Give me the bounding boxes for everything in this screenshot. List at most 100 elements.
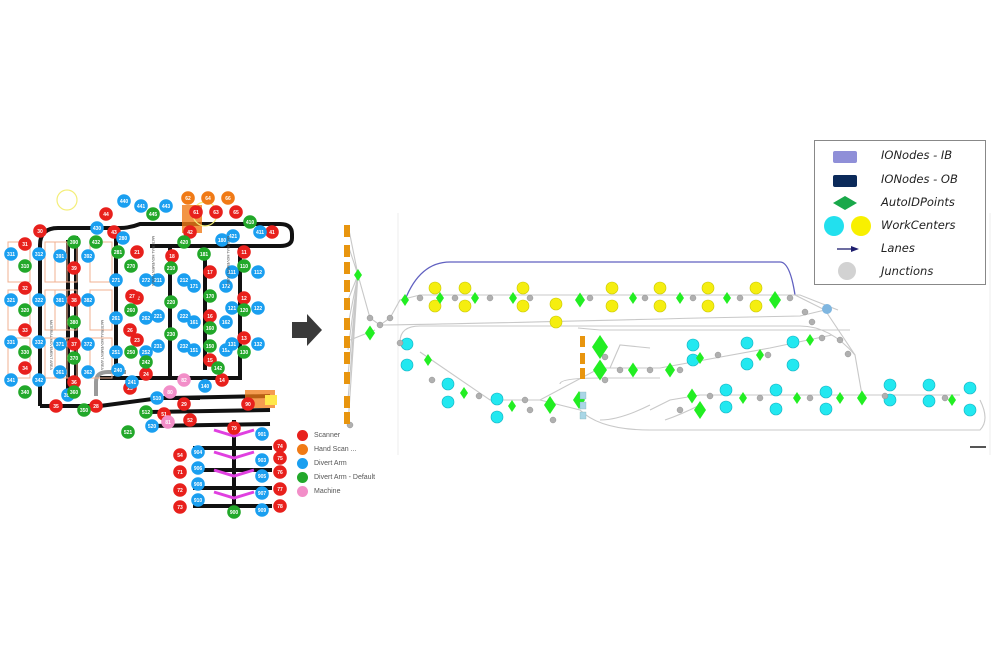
layout-node-divert-arm: 312: [32, 247, 46, 261]
node-circle: [221, 191, 235, 205]
node-circle: [203, 309, 217, 323]
node-circle: [191, 493, 205, 507]
node-circle: [67, 293, 81, 307]
ionode-ob-swatch-icon: [833, 175, 857, 187]
layout-node-divert-arm: 240: [111, 363, 125, 377]
node-circle: [203, 265, 217, 279]
right-arrow-icon: [290, 313, 324, 352]
scan-zone: [56, 189, 78, 211]
node-label: 11: [241, 250, 247, 256]
node-circle: [111, 245, 125, 259]
node-label: 37: [71, 342, 77, 348]
layout-node-scanner: 76: [273, 465, 287, 479]
node-circle: [18, 259, 32, 273]
node-label: 74: [277, 444, 283, 450]
layout-node-divert-arm: 440: [117, 194, 131, 208]
layout-node-divert-arm: 331: [4, 335, 18, 349]
node-label: 171: [190, 284, 199, 290]
node-circle: [237, 345, 251, 359]
autoid-diamond: [836, 392, 844, 404]
layout-node-divert-arm: 510: [150, 391, 164, 405]
node-circle: [90, 221, 104, 235]
node-circle: [191, 477, 205, 491]
legend-item-divert-arm-default: Divert Arm - Default: [297, 470, 375, 484]
node-circle: [187, 343, 201, 357]
layout-node-hand-scan: 62: [181, 191, 195, 205]
node-circle: [201, 191, 215, 205]
junction: [801, 308, 809, 316]
node-circle: [67, 337, 81, 351]
autoid-diamond: [857, 390, 867, 406]
node-circle: [203, 339, 217, 353]
layout-node-divert-arm: 430: [90, 221, 104, 235]
node-label: 72: [177, 488, 183, 494]
node-circle: [130, 245, 144, 259]
layout-node-divert-arm: 131: [225, 337, 239, 351]
legend-item-junctions: [837, 261, 857, 281]
node-label: 311: [7, 252, 15, 258]
junction-swatch-icon: [838, 262, 856, 280]
layout-node-scanner: 14: [215, 373, 229, 387]
layout-node-divert-arm-default: 512: [139, 405, 153, 419]
node-circle: [215, 373, 229, 387]
ionode-inbound: [344, 245, 350, 257]
node-circle: [187, 315, 201, 329]
node-circle: [165, 249, 179, 263]
junction: [526, 294, 534, 302]
layout-node-divert-arm: 332: [32, 335, 46, 349]
node-label: 120: [240, 308, 249, 314]
node-label: 66: [225, 196, 231, 202]
autoid-diamond: [948, 394, 956, 406]
layout-node-scanner: 23: [130, 333, 144, 347]
junction: [756, 394, 764, 402]
layout-node-divert-arm: 905: [255, 469, 269, 483]
node-label: 391: [56, 254, 65, 260]
workcenter-cyan: [922, 394, 936, 408]
layout-node-scanner: 31: [18, 237, 32, 251]
node-label: 17: [207, 270, 213, 276]
layout-node-divert-arm: 222: [177, 309, 191, 323]
layout-node-hand-scan: 64: [201, 191, 215, 205]
workcenter-cyan: [686, 338, 700, 352]
layout-node-scanner: 11: [237, 245, 251, 259]
ionode-inbound: [344, 396, 350, 408]
node-label: 151: [190, 348, 199, 354]
layout-node-scanner: 54: [173, 448, 187, 462]
layout-node-divert-arm: 132: [251, 337, 265, 351]
node-circle: [81, 293, 95, 307]
node-label: 36: [71, 380, 77, 386]
node-label: 80: [167, 390, 173, 396]
node-circle: [255, 486, 269, 500]
workcenter-yellow: [605, 299, 619, 313]
node-circle: [18, 237, 32, 251]
lane-edge: [404, 261, 796, 301]
node-circle: [67, 315, 81, 329]
layout-node-divert-arm: 321: [4, 293, 18, 307]
graph-edge: [794, 294, 863, 396]
node-label: 380: [70, 320, 79, 326]
node-circle: [219, 279, 233, 293]
node-label: 23: [134, 338, 140, 344]
layout-node-machine: 81: [161, 415, 175, 429]
layout-node-scanner: 41: [265, 225, 279, 239]
layout-node-divert-arm-default: 181: [197, 247, 211, 261]
layout-node-divert-arm: 271: [109, 273, 123, 287]
layout-node-divert-arm-default: 360: [67, 385, 81, 399]
layout-node-divert-arm: 121: [225, 301, 239, 315]
node-circle: [33, 224, 47, 238]
legend-label: Hand Scan ...: [314, 445, 357, 453]
junction: [706, 392, 714, 400]
node-circle: [67, 235, 81, 249]
node-circle: [109, 345, 123, 359]
node-label: 420: [180, 240, 189, 246]
node-circle: [187, 279, 201, 293]
legend-item-autoidpoints: [832, 195, 858, 211]
node-circle: [146, 207, 160, 221]
ionode-inbound: [580, 336, 585, 347]
workcenter-cyan: [786, 335, 800, 349]
layout-node-scanner: 65: [229, 205, 243, 219]
divert-arm-swatch-icon: [297, 457, 308, 469]
ionode-inbound: [344, 412, 350, 424]
node-label: 350: [80, 408, 89, 414]
node-label: 905: [258, 474, 267, 480]
